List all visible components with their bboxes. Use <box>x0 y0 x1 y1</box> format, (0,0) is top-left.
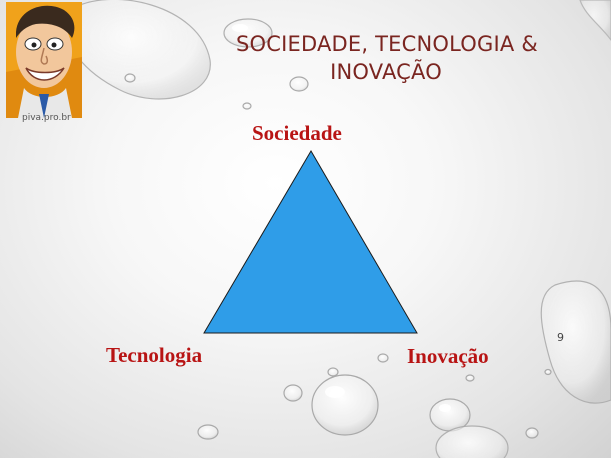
avatar-caption: piva.pro.br <box>22 113 71 123</box>
triangle-shape <box>203 150 418 334</box>
vertex-label-sociedade: Sociedade <box>252 121 342 145</box>
title-line-1: SOCIEDADE, TECNOLOGIA & <box>236 32 538 56</box>
vertex-label-tecnologia: Tecnologia <box>106 343 203 367</box>
title-line-2: INOVAÇÃO <box>330 60 442 84</box>
slide-title: SOCIEDADE, TECNOLOGIA & INOVAÇÃO <box>236 30 538 86</box>
vertex-label-inovacao: Inovação <box>407 344 489 368</box>
caricature-portrait-icon <box>6 2 82 118</box>
page-number: 9 <box>557 331 564 344</box>
